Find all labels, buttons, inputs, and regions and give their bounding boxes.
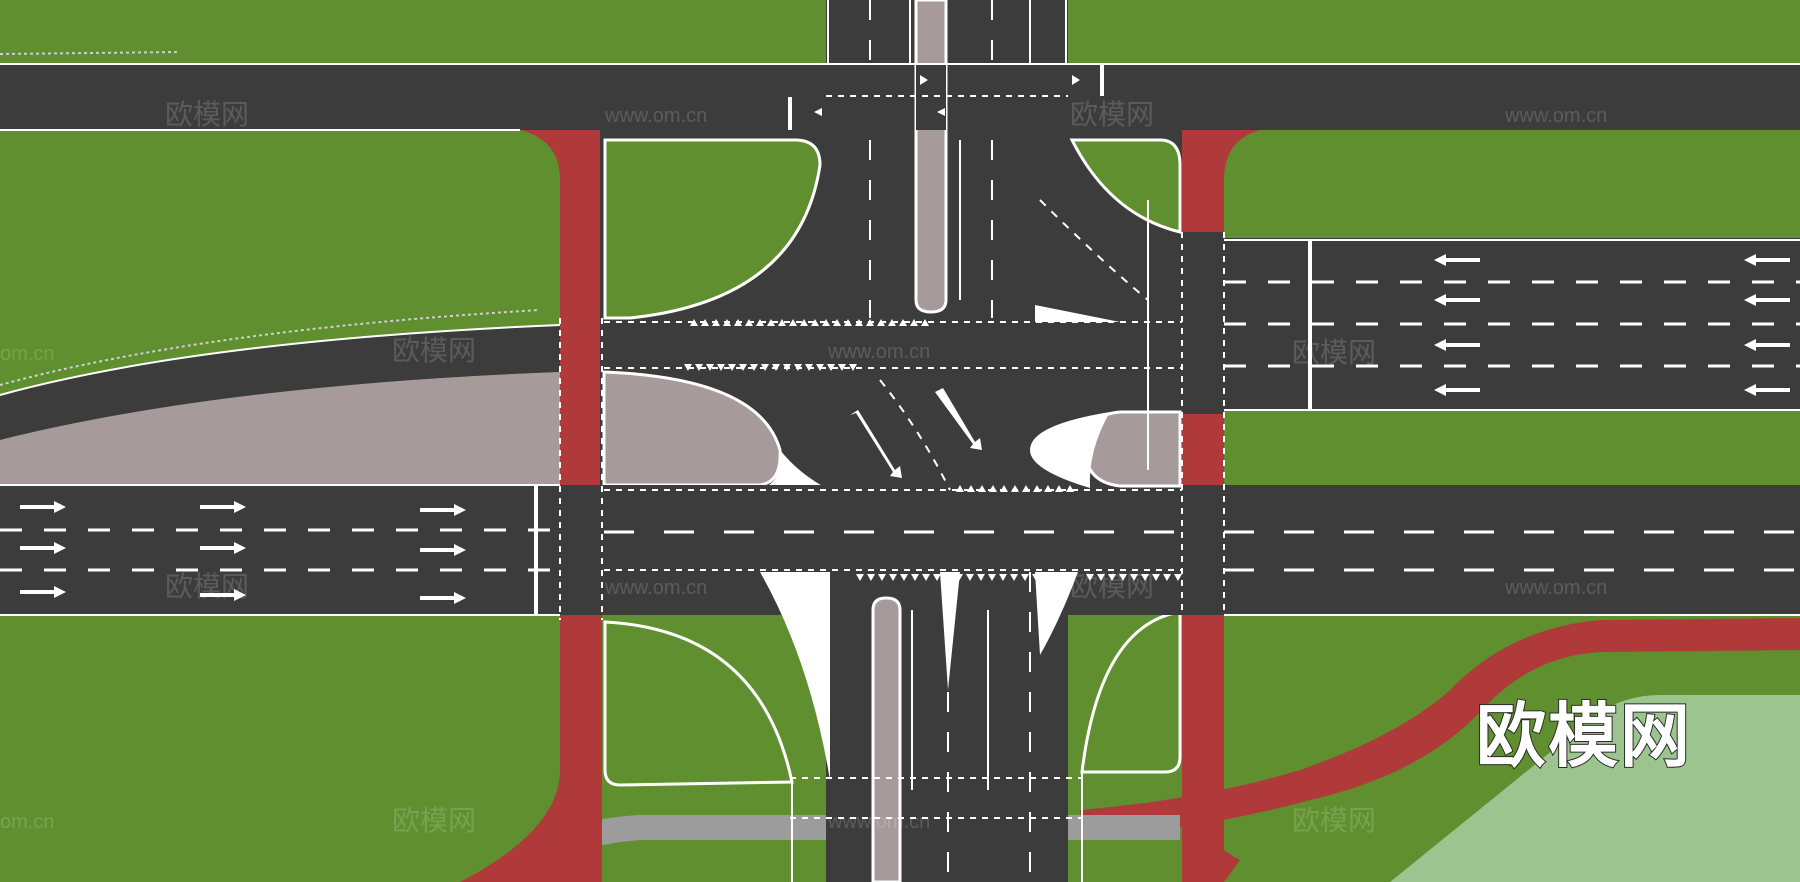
watermark-url: www.om.cn [827, 341, 930, 363]
white-wedge-bottom-left [760, 572, 830, 780]
island-bottom-left [603, 620, 794, 787]
lane-dashes-vertical [869, 0, 1031, 882]
lane-arrows-top-road [814, 75, 1080, 116]
island-top-left [603, 138, 822, 320]
watermark-text: 欧模网 [392, 805, 476, 836]
ramp-left-edge [0, 324, 561, 396]
watermark-text: 欧模网 [1070, 571, 1154, 602]
fence-top-left [0, 51, 181, 55]
watermark-text: 欧模网 [1292, 805, 1376, 836]
white-wedge-top-right [1035, 305, 1120, 322]
bike-flare-bottom-right [1182, 760, 1240, 882]
watermark-url: www.om.cn [604, 105, 707, 127]
watermark-url: www.om.cn [1504, 105, 1607, 127]
median-wedge-left-2 [602, 370, 782, 487]
median-top [914, 0, 948, 314]
median-top-cover [916, 64, 946, 130]
watermark-text: 欧模网 [1292, 337, 1376, 368]
island-bottom-right [1080, 610, 1182, 774]
turn-guide-lines [879, 199, 1149, 491]
watermark-text: 欧模网 [165, 571, 249, 602]
watermarks: 欧模网 www.om.cn 欧模网 www.om.cn om.cn 欧模网 ww… [0, 99, 1607, 836]
lane-dashes-right-upper [1224, 280, 1800, 368]
stop-lines [534, 64, 1312, 615]
grass-strip-right [1224, 412, 1800, 485]
ramp-left [0, 325, 560, 440]
light-green-area [1390, 695, 1800, 882]
white-wedge-right [1030, 412, 1110, 488]
watermark-url: www.om.cn [604, 577, 707, 599]
bike-flare-bottom-left [460, 770, 602, 882]
white-wedge-bottom-right [1035, 572, 1078, 655]
white-wedge-bottom-mid [940, 572, 960, 690]
median-wedge-left [0, 372, 560, 485]
bike-crossing-right-upper [1182, 232, 1224, 414]
watermark-text: 欧模网 [392, 335, 476, 366]
watermark-text: 欧模网 [1070, 99, 1154, 130]
brand-logo: 欧模网 [1476, 695, 1692, 777]
watermark-url: www.om.cn [827, 811, 930, 833]
median-bottom [871, 596, 902, 882]
lane-dashes-left-road [0, 528, 560, 572]
turn-arrows-center [850, 388, 982, 478]
white-wedge-left [760, 450, 830, 490]
island-top-right [1069, 138, 1182, 234]
lane-dashes-center-road [604, 530, 1800, 572]
road-left [0, 485, 1800, 615]
watermark-url-partial: om.cn [0, 343, 54, 365]
watermark-url: www.om.cn [1504, 577, 1607, 599]
watermark-url-partial: om.cn [0, 811, 54, 833]
watermark-text: 欧模网 [165, 99, 249, 130]
bike-path-curve [1080, 618, 1800, 838]
fence-ramp [0, 309, 541, 386]
lane-lines-vertical-solid [909, 0, 1149, 790]
